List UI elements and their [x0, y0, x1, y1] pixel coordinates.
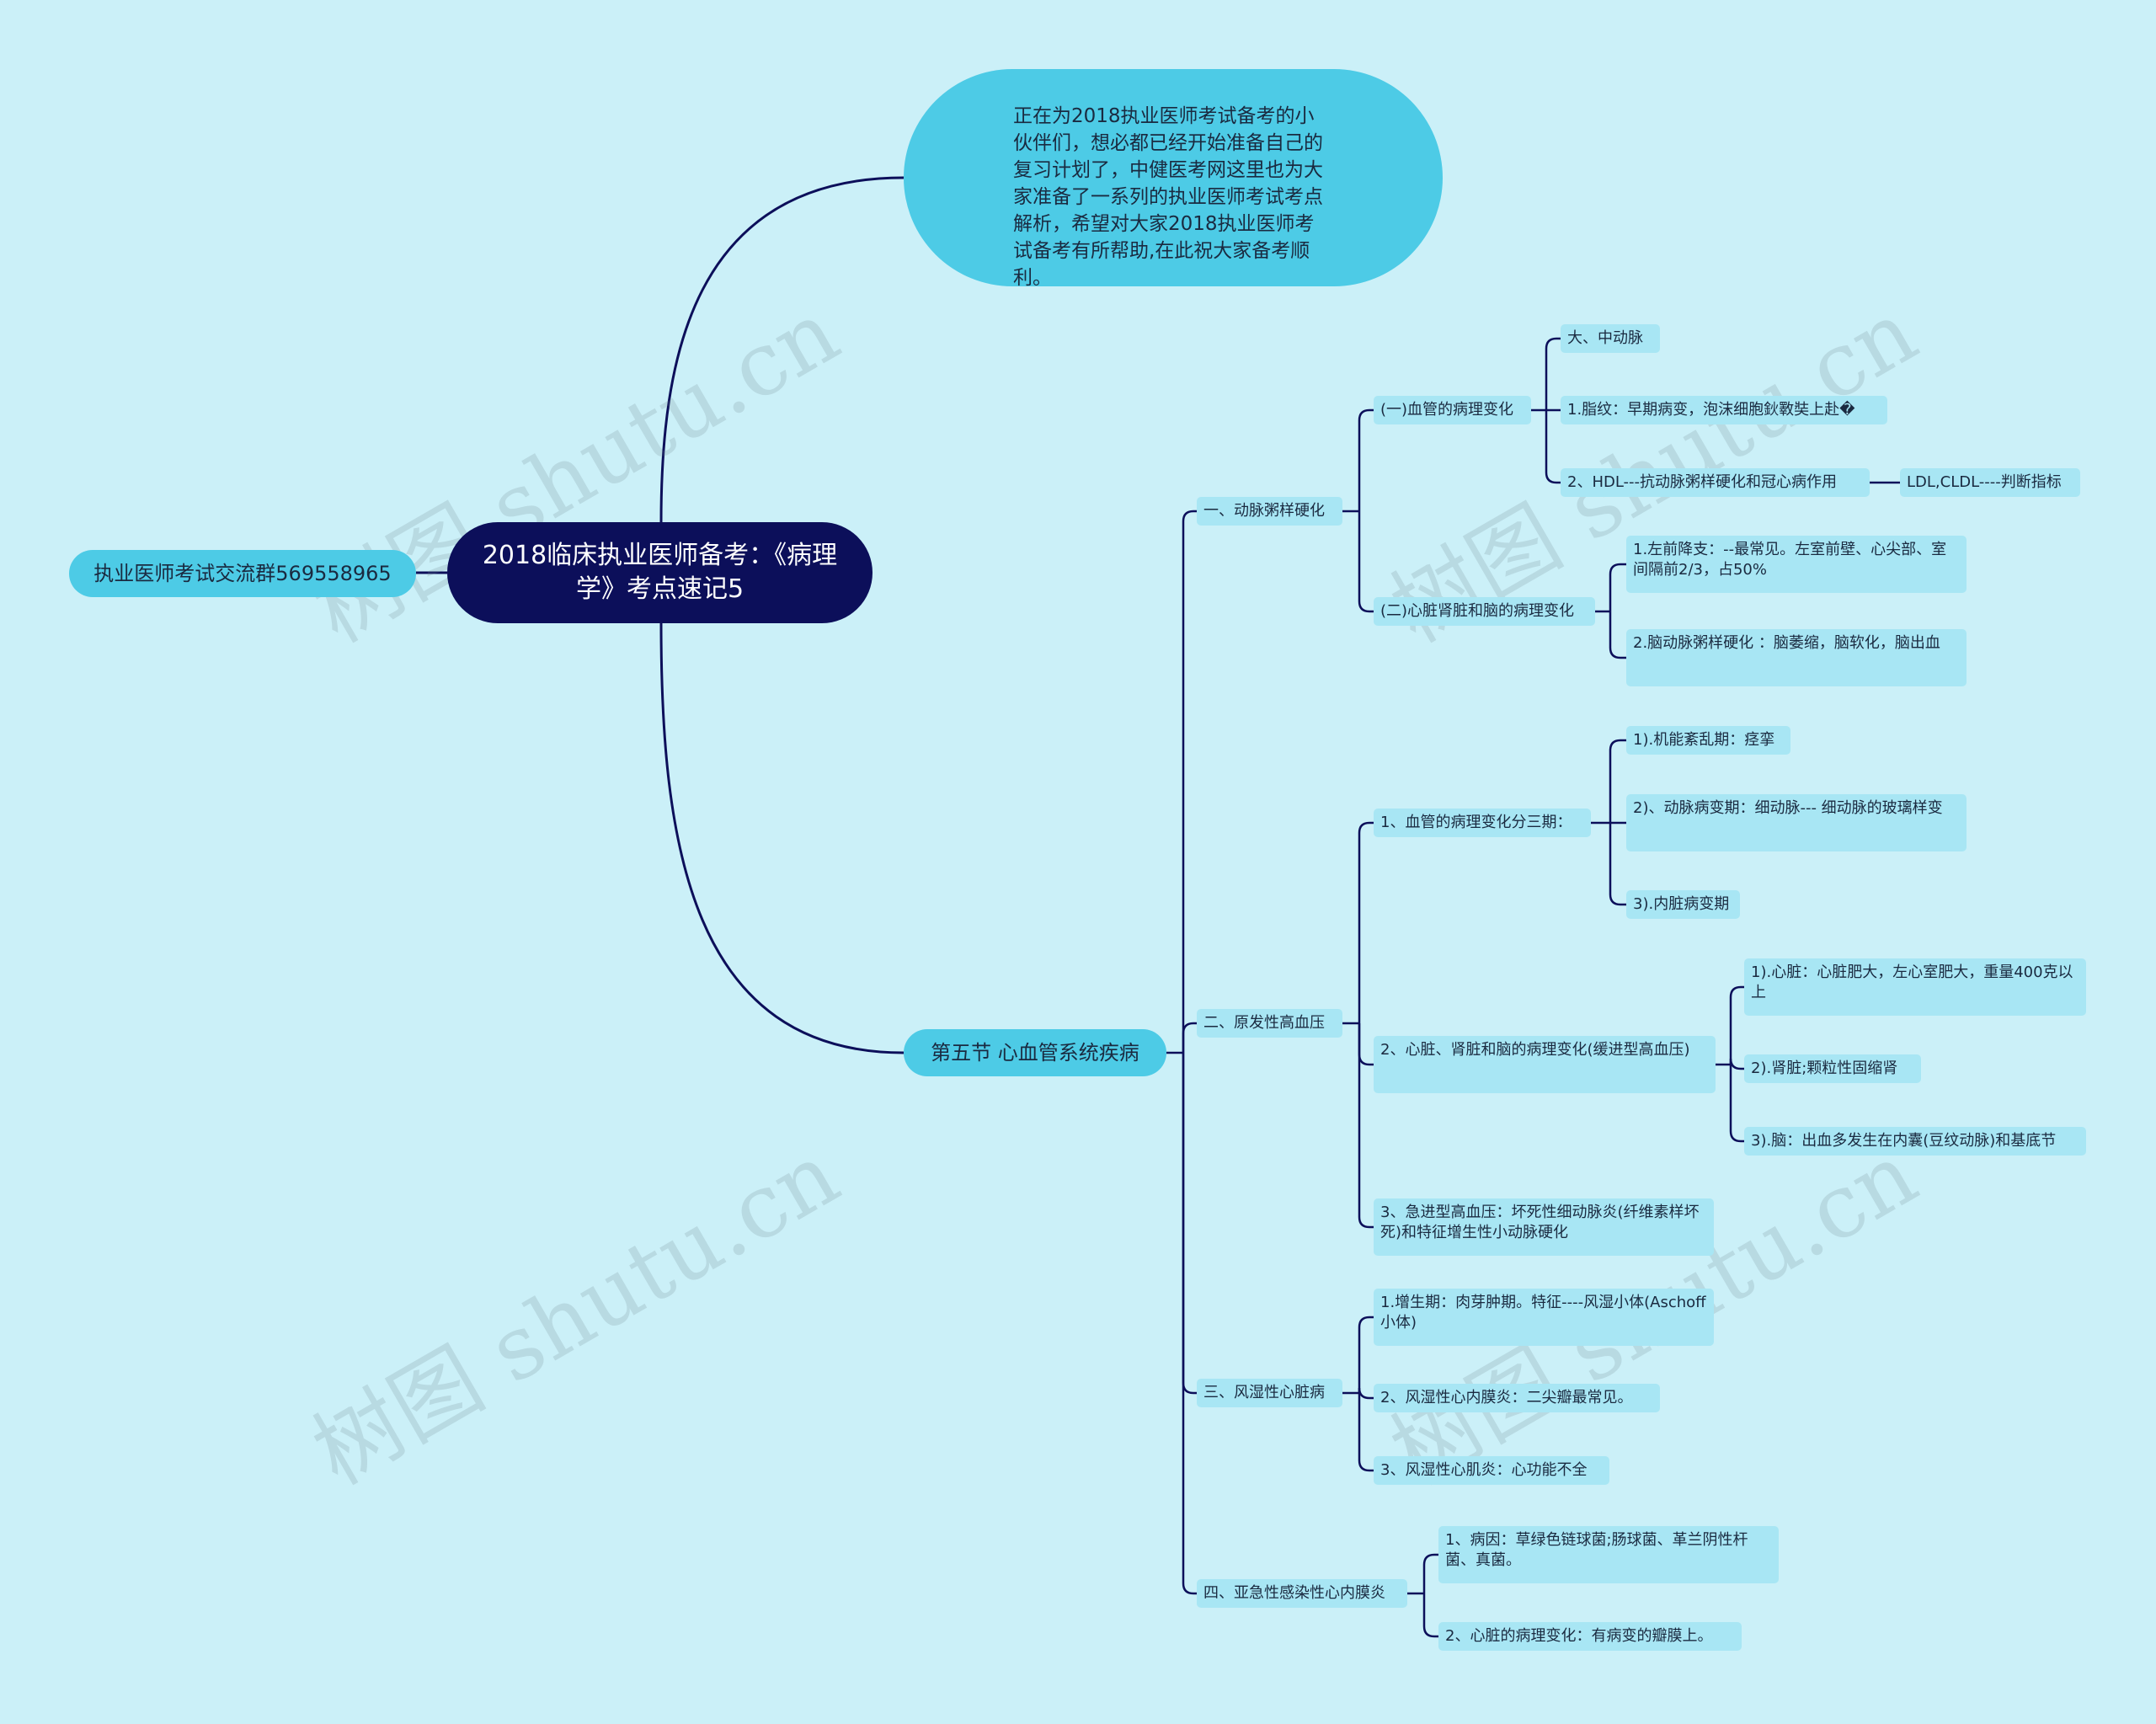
- subitem-node[interactable]: 1).心脏：心脏肥大，左心室肥大，重量400克以上: [1744, 958, 2086, 1016]
- connector-line: [1358, 408, 1374, 511]
- topic-node[interactable]: 三、风湿性心脏病: [1197, 1379, 1342, 1407]
- item-node[interactable]: 1.增生期：肉芽肿期。特征----风湿小体(Aschoff小体): [1374, 1289, 1714, 1346]
- item-node[interactable]: 2、心脏、肾脏和脑的病理变化(缓进型高血压): [1374, 1036, 1716, 1093]
- subitem-node[interactable]: 3).脑：出血多发生在内囊(豆纹动脉)和基底节: [1744, 1127, 2086, 1156]
- connector-line: [1358, 1393, 1374, 1472]
- connector-line: [1729, 1065, 1744, 1143]
- item-node[interactable]: (一)血管的病理变化: [1374, 396, 1531, 424]
- subitem-node[interactable]: 1.脂纹：早期病变，泡沫细胞鈥斁奘上赴�: [1561, 396, 1887, 424]
- exam-group-node[interactable]: 执业医师考试交流群569558965: [69, 550, 416, 597]
- subitem-node[interactable]: 2、HDL---抗动脉粥样硬化和冠心病作用: [1561, 468, 1870, 497]
- intro-bubble[interactable]: 正在为2018执业医师考试备考的小伙伴们，想必都已经开始准备自己的复习计划了，中…: [904, 69, 1443, 289]
- note-node[interactable]: LDL,CLDL----判断指标: [1900, 468, 2080, 497]
- root-topic[interactable]: 2018临床执业医师备考：《病理学》考点速记5: [447, 522, 873, 623]
- connector-line: [1545, 410, 1561, 484]
- subitem-node[interactable]: 2).肾脏;颗粒性固缩肾: [1744, 1054, 1921, 1083]
- connector-line: [1358, 511, 1374, 613]
- subitem-node[interactable]: 1.左前降支：--最常见。左室前壁、心尖部、室间隔前2/3，占50%: [1626, 536, 1967, 593]
- item-node[interactable]: 1、血管的病理变化分三期：: [1374, 809, 1591, 837]
- connector-line: [1422, 1553, 1438, 1593]
- connector-line: [1182, 510, 1197, 1053]
- connector-line: [1358, 1023, 1374, 1229]
- subitem-node[interactable]: 2)、动脉病变期：细动脉--- 细动脉的玻璃样变: [1626, 794, 1967, 851]
- connector-line: [1609, 563, 1626, 611]
- subitem-node[interactable]: 大、中动脉: [1561, 324, 1660, 353]
- subitem-node[interactable]: 2.脑动脉粥样硬化 ：脑萎缩，脑软化，脑出血: [1626, 629, 1967, 686]
- item-node[interactable]: 1、病因：草绿色链球菌;肠球菌、革兰阴性杆菌、真菌。: [1438, 1526, 1779, 1583]
- connector-line: [1358, 1316, 1374, 1393]
- connector-line: [1729, 1058, 1744, 1070]
- topic-node[interactable]: 一、动脉粥样硬化: [1197, 497, 1342, 526]
- topic-node[interactable]: 四、亚急性感染性心内膜炎: [1197, 1579, 1407, 1608]
- item-node[interactable]: 2、心脏的病理变化：有病变的瓣膜上。: [1438, 1622, 1742, 1651]
- connector-line: [1358, 1387, 1374, 1400]
- subitem-node[interactable]: 1).机能紊乱期：痉挛: [1626, 726, 1790, 755]
- connector-line: [1609, 739, 1626, 823]
- connector-line: [1545, 337, 1561, 410]
- item-node[interactable]: 2、风湿性心内膜炎：二尖瓣最常见。: [1374, 1384, 1660, 1412]
- connector-line: [1609, 823, 1626, 906]
- topic-node[interactable]: 二、原发性高血压: [1197, 1009, 1342, 1038]
- connector-line: [1182, 1022, 1197, 1053]
- item-node[interactable]: (二)心脏肾脏和脑的病理变化: [1374, 597, 1595, 626]
- subitem-node[interactable]: 3).内脏病变期: [1626, 890, 1740, 919]
- item-node[interactable]: 3、急进型高血压：坏死性细动脉炎(纤维素样坏死)和特征增生性小动脉硬化: [1374, 1198, 1714, 1256]
- connector-line: [1182, 1053, 1197, 1395]
- connector-line: [1609, 611, 1626, 659]
- section-node[interactable]: 第五节 心血管系统疾病: [904, 1029, 1166, 1076]
- connector-line: [1729, 985, 1744, 1065]
- connector-line: [1358, 821, 1374, 1023]
- connector-line: [1182, 1053, 1197, 1595]
- item-node[interactable]: 3、风湿性心肌炎：心功能不全: [1374, 1456, 1609, 1485]
- connector-line: [659, 622, 905, 1054]
- connector-line: [1358, 1023, 1374, 1066]
- connector-line: [1422, 1593, 1438, 1638]
- connector-line: [659, 176, 905, 523]
